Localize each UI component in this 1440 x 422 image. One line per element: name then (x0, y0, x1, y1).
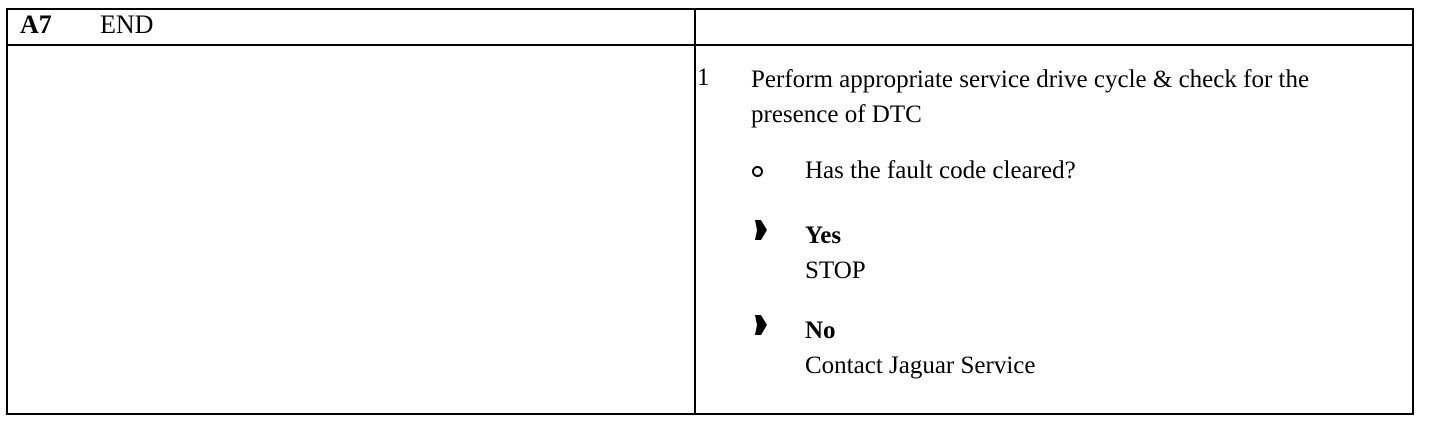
header-row-divider (8, 44, 1412, 46)
open-circle-bullet-icon (752, 166, 763, 177)
step-id: A7 (20, 10, 52, 39)
answer-no-label: No (805, 317, 836, 344)
instruction-text: Perform appropriate service drive cycle … (751, 66, 1310, 128)
instruction-number: 1 (697, 64, 710, 91)
procedure-table: A7 END (6, 8, 1414, 415)
answer-yes-text: STOP (805, 257, 866, 284)
step-title: END (100, 10, 154, 39)
arrow-pointer-icon (755, 315, 767, 335)
answer-no-text: Contact Jaguar Service (805, 352, 1036, 379)
column-divider (694, 10, 696, 413)
answer-yes-label: Yes (805, 222, 842, 249)
arrow-pointer-icon (755, 220, 767, 240)
question-text: Has the fault code cleared? (805, 157, 1076, 184)
